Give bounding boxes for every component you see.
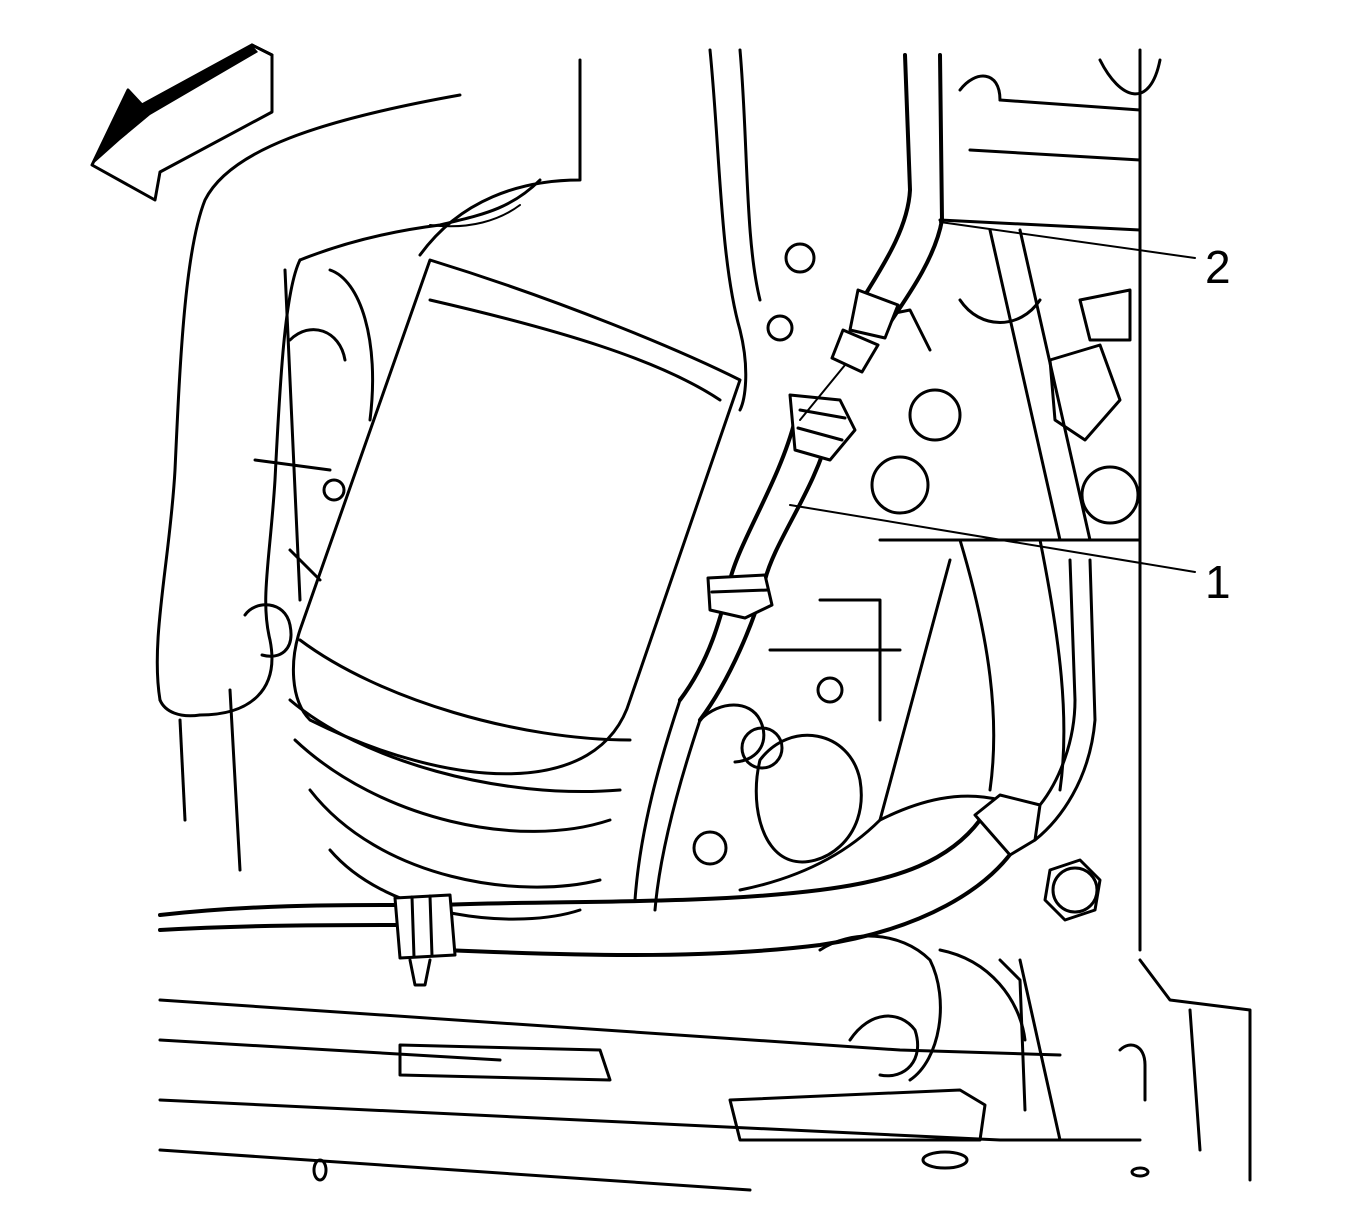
air-filter-housing	[288, 58, 742, 921]
callout-2-leader	[939, 221, 1196, 259]
bolt-group	[322, 242, 1102, 922]
callout-1-label: 1	[1205, 556, 1231, 608]
left-side-components	[178, 268, 375, 872]
engine-block-outline	[692, 48, 1162, 952]
hose-2	[799, 53, 944, 421]
intake-duct	[155, 93, 462, 718]
front-direction-arrow-icon	[90, 43, 274, 202]
vertical-tube	[708, 48, 762, 412]
subframe	[158, 958, 1252, 1192]
callout-1-leader	[789, 504, 1196, 573]
lower-coolant-hose	[158, 558, 1097, 987]
pulley	[818, 934, 1027, 1112]
callout-2-label: 2	[1205, 241, 1231, 293]
engine-mount-bracket	[698, 558, 1002, 892]
